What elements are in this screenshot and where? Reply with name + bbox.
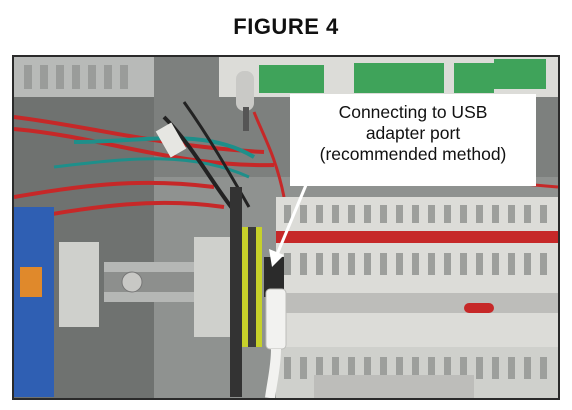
callout-line: (recommended method)	[319, 144, 507, 164]
red-wire	[33, 200, 225, 219]
green-terminal-block	[259, 65, 324, 93]
red-wire	[14, 180, 215, 199]
black-terminal	[230, 187, 242, 397]
usb-cable-plug	[265, 288, 287, 350]
orange-label	[20, 267, 42, 297]
terminal-strip-row	[276, 313, 558, 347]
callout-line: Connecting to USB	[338, 102, 488, 122]
end-terminal	[194, 237, 234, 337]
wire-duct	[14, 57, 154, 97]
callout-box: Connecting to USB adapter port (recommen…	[290, 94, 536, 186]
black-wire	[182, 101, 251, 208]
red-wire	[14, 127, 275, 168]
usb-adapter-port	[264, 257, 284, 297]
red-wire	[14, 115, 265, 154]
blue-device	[14, 207, 54, 397]
green-terminal-block	[454, 63, 494, 93]
green-terminal-block	[354, 63, 444, 93]
red-wire	[252, 111, 286, 198]
usb-cable	[265, 348, 281, 398]
end-terminal	[59, 242, 99, 327]
cable-tie	[155, 122, 187, 158]
callout-arrow	[274, 184, 308, 258]
green-terminal-block	[494, 59, 546, 89]
rail-screw	[121, 271, 143, 293]
callout-line: adapter port	[365, 123, 461, 143]
figure-title: FIGURE 4	[233, 14, 339, 39]
callout-arrowhead	[269, 249, 284, 267]
